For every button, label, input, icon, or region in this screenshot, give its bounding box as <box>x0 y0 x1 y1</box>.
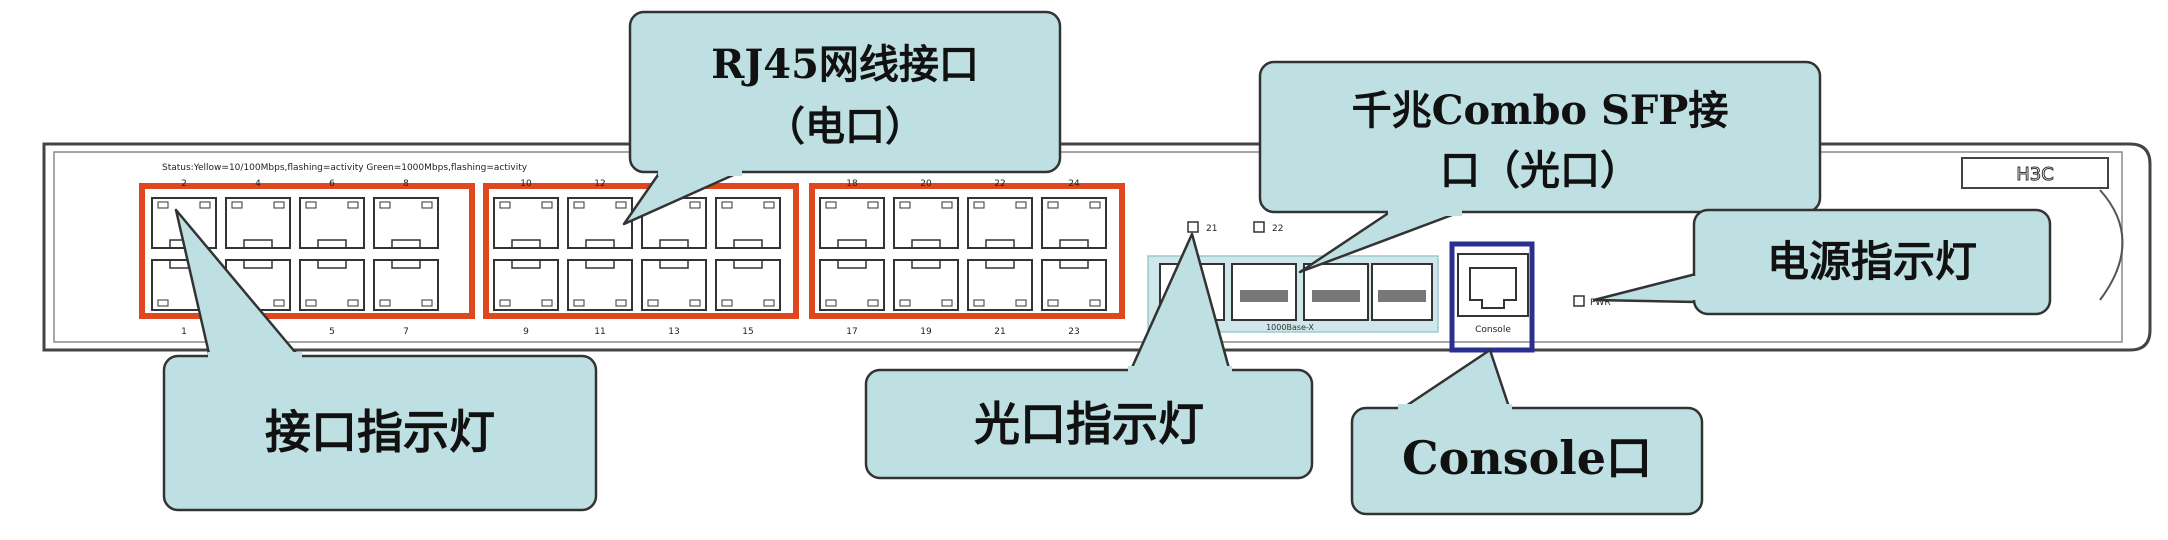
port-number-bottom: 21 <box>994 327 1005 337</box>
sfp-caption: 1000Base-X <box>1266 323 1314 332</box>
port-number-bottom: 17 <box>846 327 857 337</box>
callout-power-text: 电源指示灯 <box>1767 237 1977 286</box>
callout-port-led: 接口指示灯 <box>162 208 598 512</box>
rj45-port <box>715 259 781 311</box>
port-group-box-3 <box>809 183 1125 319</box>
sfp-led-21-label: 21 <box>1206 224 1217 234</box>
callout-combo-line2: 口（光口） <box>1440 147 1640 194</box>
port-number-bottom: 9 <box>523 327 529 337</box>
callout-combo-line1: 千兆Combo SFP接 <box>1352 87 1729 134</box>
port-number-bottom: 23 <box>1068 327 1079 337</box>
port-group-box-2 <box>483 183 799 319</box>
status-text: Status:Yellow=10/100Mbps,flashing=activi… <box>162 163 528 173</box>
port-number-top: 2 <box>181 179 187 189</box>
port-number-bottom: 5 <box>329 327 335 337</box>
rj45-port <box>893 259 959 311</box>
power-led: PWR <box>1573 295 1611 308</box>
rj45-port <box>225 197 291 249</box>
rj45-port <box>641 259 707 311</box>
port-number-top: 4 <box>255 179 261 189</box>
rj45-port <box>819 259 885 311</box>
callout-optical-led-text: 光口指示灯 <box>974 397 1204 451</box>
rj45-port <box>493 259 559 311</box>
port-number-top: 18 <box>846 179 858 189</box>
port-number-bottom: 15 <box>742 327 753 337</box>
rj45-port-array <box>151 197 1107 311</box>
sfp-led-22-label: 22 <box>1272 224 1283 234</box>
rj45-port <box>567 197 633 249</box>
callout-rj45: RJ45网线接口 （电口） <box>622 10 1062 226</box>
console-box <box>1449 241 1535 353</box>
rj45-port <box>299 259 365 311</box>
console-port-label: Console <box>1475 325 1511 335</box>
rj45-port <box>373 197 439 249</box>
port-number-top: 22 <box>994 179 1005 189</box>
rj45-port <box>967 197 1033 249</box>
rj45-port <box>1041 197 1107 249</box>
port-group-box-1 <box>139 183 475 319</box>
port-number-top: 12 <box>594 179 605 189</box>
port-number-bottom: 11 <box>594 327 605 337</box>
sfp-led-21: 21 <box>1187 221 1217 234</box>
rj45-port <box>967 259 1033 311</box>
port-number-top: 10 <box>520 179 532 189</box>
port-number-top: 6 <box>329 179 335 189</box>
rj45-port <box>715 197 781 249</box>
port-number-bottom: 7 <box>403 327 409 337</box>
port-number-bottom: 1 <box>181 327 187 337</box>
callout-combo-sfp: 千兆Combo SFP接 口（光口） <box>1258 60 1822 274</box>
port-number-bottom: 13 <box>668 327 679 337</box>
power-led-label: PWR <box>1590 298 1611 308</box>
callout-rj45-line2: （电口） <box>765 103 925 150</box>
callout-console-text: Console口 <box>1402 431 1652 485</box>
rj45-port <box>893 197 959 249</box>
brand-text: H3C <box>2016 164 2054 185</box>
rj45-port <box>819 197 885 249</box>
port-number-top: 8 <box>403 179 409 189</box>
h3c-logo: H3C <box>1961 157 2109 189</box>
callout-console: Console口 <box>1350 348 1704 516</box>
callout-rj45-line1: RJ45网线接口 <box>711 41 979 88</box>
sfp-led-22: 22 <box>1253 221 1283 234</box>
rj45-port <box>567 259 633 311</box>
console-port: Console <box>1457 253 1529 335</box>
port-number-bottom: 19 <box>920 327 932 337</box>
rj45-port <box>299 197 365 249</box>
callout-power-led: 电源指示灯 <box>1592 208 2052 316</box>
rj45-port <box>1041 259 1107 311</box>
rj45-port <box>493 197 559 249</box>
rj45-port <box>373 259 439 311</box>
port-number-top: 24 <box>1068 179 1080 189</box>
callout-optical-led: 光口指示灯 <box>864 232 1314 480</box>
callout-port-led-text: 接口指示灯 <box>265 405 495 459</box>
port-number-top: 20 <box>920 179 932 189</box>
